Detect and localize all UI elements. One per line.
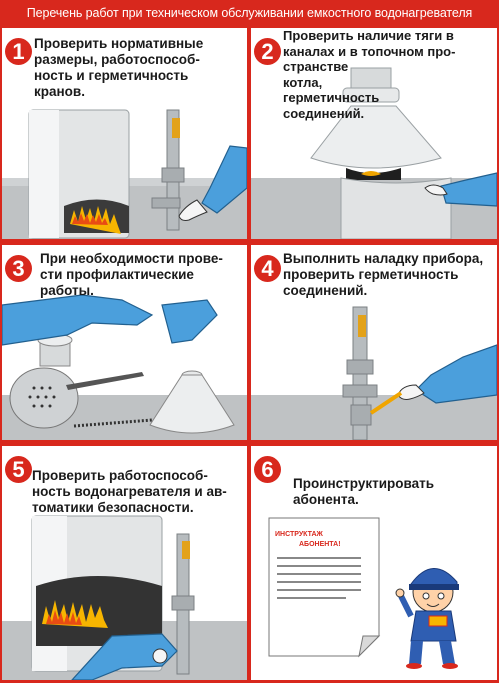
document-title-line-2: АБОНЕНТА! [299,541,341,548]
step-number-badge: 6 [254,456,281,483]
step-number-badge: 2 [254,38,281,65]
step-6-panel: ИНСТРУКТАЖ АБОНЕНТА! 6 Проинструктироват [251,446,497,680]
step-1-panel: 1 Проверить нормативные размеры, работос… [2,28,247,239]
step-3-panel: 3 При необходимости прове- сти профилакт… [2,245,247,440]
step-2-text: Проверить наличие тяги в каналах и в топ… [283,28,456,121]
water-heater-illustration [2,109,247,239]
step-3-text: При необходимости прове- сти профилактич… [40,251,223,298]
heater-automation-illustration [2,515,247,680]
document-title-line-1: ИНСТРУКТАЖ [275,531,324,538]
step-2-panel: 2 Проверить наличие тяги в каналах и в т… [251,28,497,239]
chimney-hood-illustration [251,67,497,239]
page-title: Перечень работ при техническом обслужива… [0,0,499,26]
step-5-panel: 5 Проверить работоспособ- ность водонагр… [2,446,247,680]
instruct-subscriber-illustration: ИНСТРУКТАЖ АБОНЕНТА! [268,517,459,669]
step-5-text: Проверить работоспособ- ность водонагрев… [32,468,227,515]
cleaning-burner-illustration [2,294,247,440]
step-number-badge: 5 [5,456,32,483]
adjust-device-illustration [251,306,497,440]
step-6-text: Проинструктировать абонента. [293,476,435,507]
step-4-panel: 4 Выполнить наладку прибора, проверить г… [251,245,497,440]
step-number-badge: 4 [254,255,281,282]
step-1-text: Проверить нормативные размеры, работоспо… [34,36,204,99]
gas-worker-mascot [395,568,459,669]
step-4-text: Выполнить наладку прибора, проверить гер… [283,251,484,298]
instruction-document: ИНСТРУКТАЖ АБОНЕНТА! [268,517,381,658]
step-number-badge: 1 [5,38,32,65]
step-number-badge: 3 [5,255,32,282]
